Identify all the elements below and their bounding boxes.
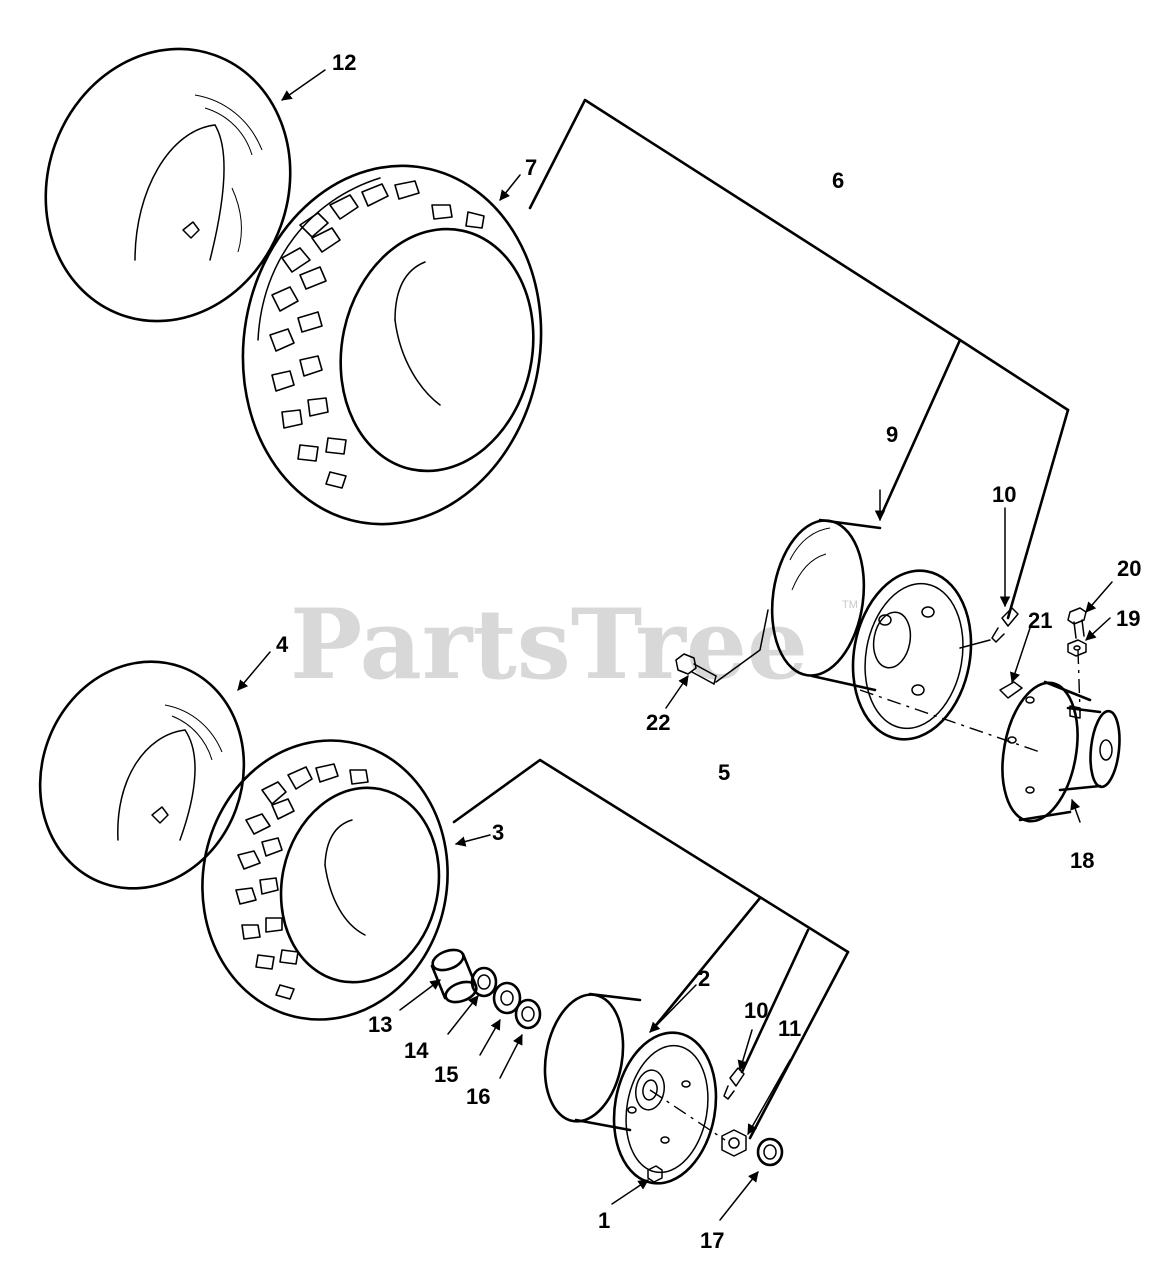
rim-upper[interactable] [763,514,984,748]
grease-fitting[interactable] [647,1165,663,1183]
tire-lower[interactable] [181,721,470,1039]
callout-14: 14 [404,1038,429,1063]
inner-tube-upper[interactable] [8,14,328,355]
callout-9: 9 [886,422,898,447]
inner-tube-lower[interactable] [9,633,276,918]
washer-16[interactable] [514,998,542,1030]
callout-1: 1 [598,1208,610,1233]
valve-stem-lower[interactable] [723,1067,745,1100]
callout-21: 21 [1028,608,1052,633]
set-screw[interactable] [1067,607,1087,639]
callout-15: 15 [434,1062,458,1087]
callout-20: 20 [1117,556,1141,581]
callout-17: 17 [700,1228,724,1253]
callout-5: 5 [718,760,730,785]
watermark-trademark: TM [842,599,858,611]
washer-14[interactable] [470,966,498,998]
callout-22: 22 [646,710,670,735]
bearing[interactable] [721,1129,747,1157]
callout-16: 16 [466,1084,490,1109]
callout-10-lower: 10 [744,998,768,1023]
callout-18: 18 [1070,848,1094,873]
callout-11: 11 [778,1016,801,1041]
callout-19: 19 [1116,606,1140,631]
key[interactable] [999,681,1023,699]
washer-17[interactable] [756,1137,784,1167]
hub[interactable] [992,677,1123,827]
callout-2: 2 [698,966,710,991]
callout-4: 4 [276,632,289,657]
center-lines [649,649,1081,1141]
leader-arrows [237,69,1113,1221]
callout-6: 6 [832,168,844,193]
callout-7: 7 [525,155,537,180]
assembly-brackets [452,98,1070,1140]
callout-labels: 12 7 6 9 10 20 19 21 22 18 4 5 3 2 10 11… [276,50,1141,1253]
watermark: PartsTree TM [290,588,858,701]
watermark-text: PartsTree [290,588,808,701]
callout-12: 12 [332,50,356,75]
valve-stem-upper[interactable] [991,607,1019,643]
lock-nut[interactable] [1067,639,1087,657]
tire-upper[interactable] [215,142,569,548]
bolt[interactable] [675,653,717,685]
callout-13: 13 [368,1012,392,1037]
callout-10-upper: 10 [992,482,1016,507]
rim-lower[interactable] [535,988,727,1191]
callout-3: 3 [492,820,504,845]
washer-15[interactable] [492,981,522,1015]
